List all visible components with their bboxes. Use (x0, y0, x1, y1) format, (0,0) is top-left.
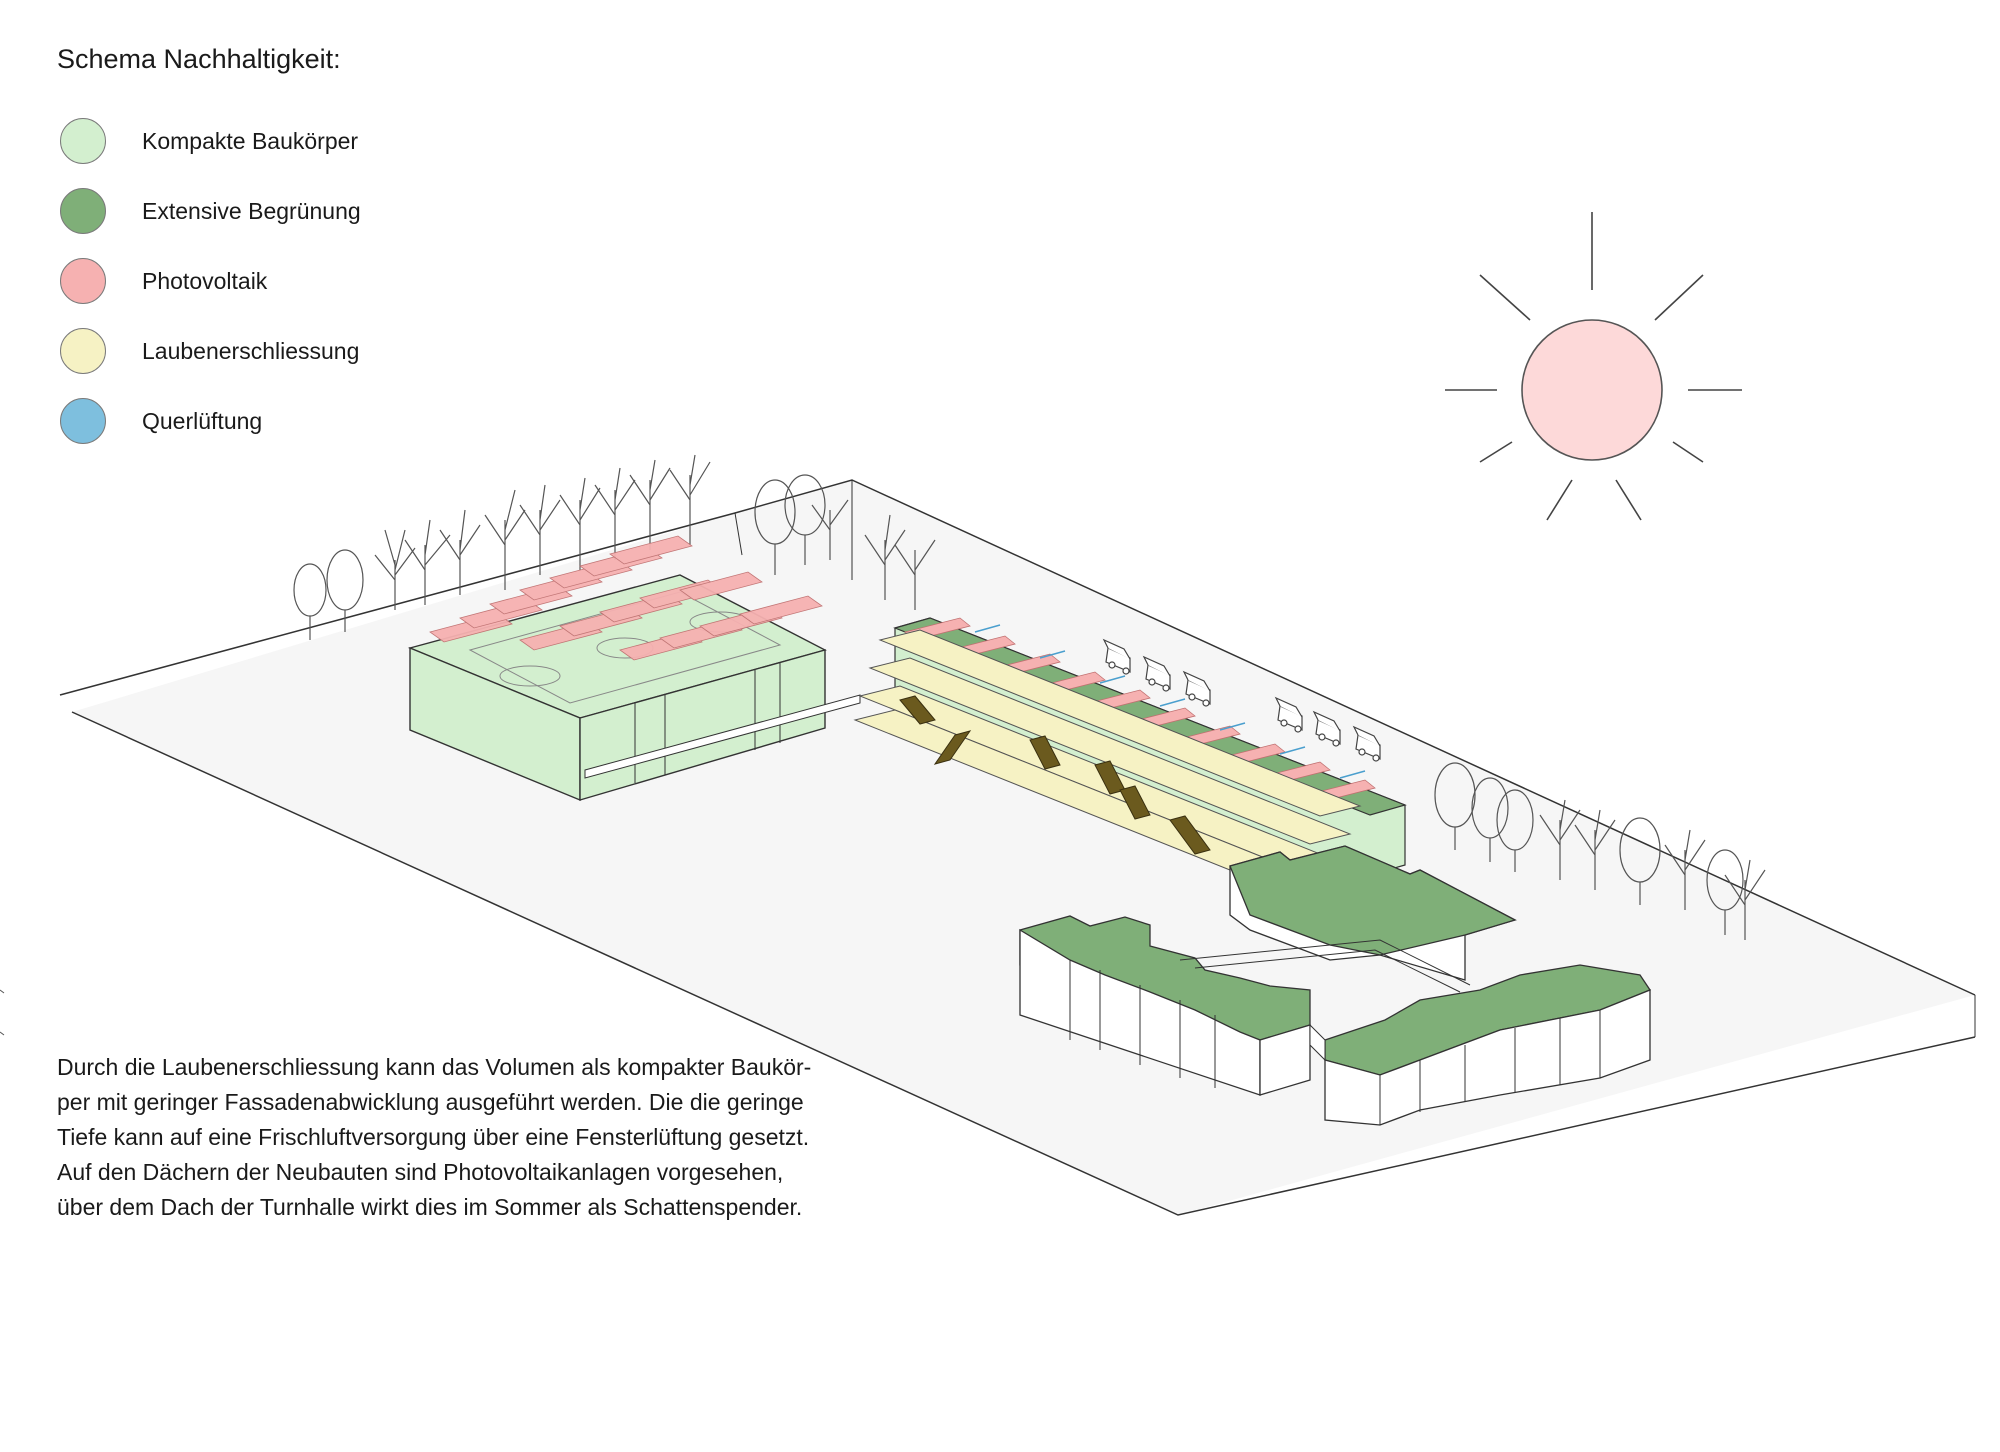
description-line: über dem Dach der Turnhalle wirkt dies i… (57, 1194, 803, 1220)
car-icon (1142, 655, 1171, 692)
blue-circle-icon (60, 398, 106, 444)
description-text: Durch die Laubenerschliessung kann das V… (57, 1050, 917, 1225)
car-icon (1352, 725, 1381, 762)
tree-row-back-left (293, 454, 936, 640)
legend-label: Extensive Begrünung (142, 198, 361, 224)
stair-icon (899, 695, 1211, 855)
school-block (853, 617, 1407, 897)
legend-label: Kompakte Baukörper (142, 128, 359, 154)
arcade-access-decks (853, 629, 1362, 897)
description-line: Auf den Dächern der Neubauten sind Photo… (57, 1159, 784, 1185)
parked-cars (1102, 638, 1381, 762)
description-line: Tiefe kann auf eine Frischluftversorgung… (57, 1124, 810, 1150)
gym-hall (407, 535, 861, 802)
tree-row-right (1434, 762, 1766, 940)
edge-marks (0, 989, 5, 1036)
yellow-circle-icon (60, 328, 106, 374)
cross-ventilation-arrows (974, 624, 1366, 779)
car-icon (1274, 696, 1303, 733)
legend-label: Laubenerschliessung (142, 338, 360, 364)
car-icon (1312, 710, 1341, 747)
pink-circle-icon (60, 258, 106, 304)
description-line: Durch die Laubenerschliessung kann das V… (57, 1054, 812, 1080)
page-title: Schema Nachhaltigkeit: (57, 44, 341, 74)
sun-icon (1445, 212, 1742, 521)
car-icon (1102, 638, 1131, 675)
pv-canopy-gym (429, 535, 823, 661)
car-icon (1182, 670, 1211, 707)
light-green-circle-icon (60, 118, 106, 164)
legend-label: Querlüftung (142, 408, 263, 434)
legend-label: Photovoltaik (142, 268, 268, 294)
residential-courtyard-building (1019, 845, 1651, 1126)
description-line: per mit geringer Fassadenabwicklung ausg… (57, 1089, 804, 1115)
dark-green-circle-icon (60, 188, 106, 234)
